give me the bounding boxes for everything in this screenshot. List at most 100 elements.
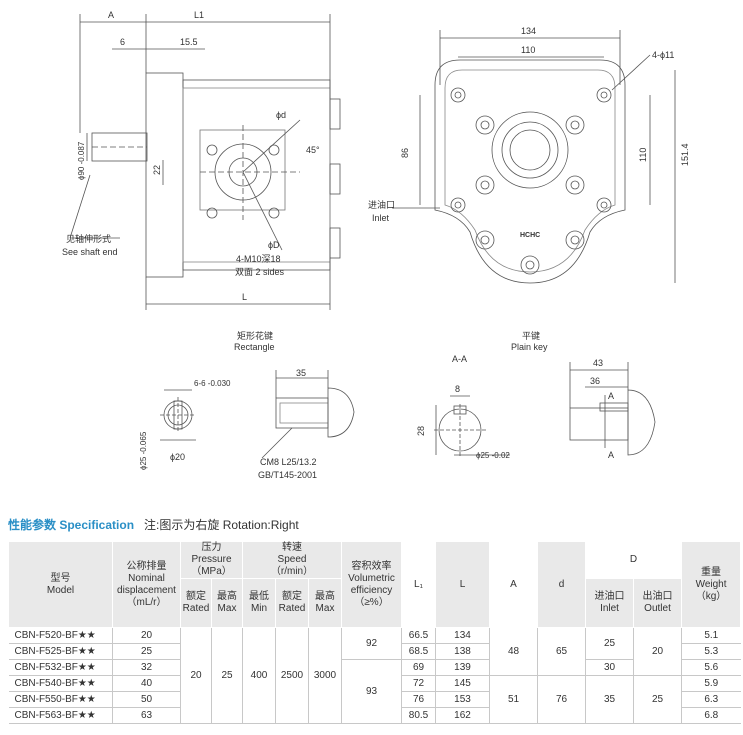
rect-title-cn: 矩形花键 [237, 330, 273, 341]
header-pressure-max: 最高 Max [211, 578, 243, 628]
cell-speed-min: 400 [242, 627, 276, 724]
plain-title-cn: 平键 [522, 330, 540, 341]
cell-pressure-rated: 20 [180, 627, 212, 724]
dim-110-top: 110 [521, 45, 535, 55]
header-l1: L₁ [401, 541, 437, 628]
header-outlet: 出油口 Outlet [633, 578, 683, 628]
cell-displacement: 32 [112, 659, 181, 676]
header-d-large: D [585, 541, 683, 579]
dim-43: 43 [593, 358, 603, 368]
header-inlet: 进油口 Inlet [585, 578, 635, 628]
dim-15-5: 15.5 [180, 37, 198, 47]
cell-a: 48 [489, 627, 538, 676]
table-row: CBN-F532-BF★★ 32 93 69 139 30 5.6 [8, 659, 741, 724]
cell-l: 139 [435, 659, 490, 676]
side-view [392, 30, 676, 284]
table-row: CBN-F550-BF★★ 50 76 153 6.3 [8, 691, 741, 708]
header-d-small: d [537, 541, 587, 628]
dim-phi20: ϕ20 [170, 452, 185, 462]
thread-spec: CM8 L25/13.2 [260, 457, 317, 467]
cell-l1: 69 [401, 659, 436, 676]
cell-model: CBN-F540-BF★★ [8, 675, 113, 692]
cell-outlet: 20 [633, 627, 682, 676]
dim-28: 28 [416, 426, 426, 436]
cell-displacement: 63 [112, 707, 181, 724]
plain-title-en: Plain key [511, 342, 548, 352]
thread-note: 4-M10深18 [236, 254, 281, 264]
label-a-top: A [608, 391, 614, 401]
spec-note: 注:图示为右旋 Rotation:Right [144, 518, 299, 532]
cell-outlet: 25 [633, 675, 682, 724]
dim-l1: L1 [194, 10, 204, 20]
cell-a: 51 [489, 675, 538, 724]
header-speed-rated: 额定 Rated [275, 578, 309, 628]
header-l: L [435, 541, 491, 628]
cell-l1: 80.5 [401, 707, 436, 724]
cell-weight: 5.3 [681, 643, 741, 660]
cell-inlet: 30 [585, 659, 634, 676]
dim-22: 22 [152, 165, 162, 175]
dim-spline: 6-6 -0.030 [194, 379, 231, 388]
header-weight: 重量 Weight （kg） [681, 541, 742, 628]
dim-110-right: 110 [638, 148, 648, 162]
dim-a: A [108, 10, 114, 20]
cell-efficiency: 93 [341, 659, 402, 724]
cell-l1: 68.5 [401, 643, 436, 660]
cell-weight: 6.3 [681, 691, 741, 708]
dim-6: 6 [120, 37, 125, 47]
dim-phi25-rect: ϕ25 -0.065 [139, 431, 148, 470]
cell-model: CBN-F532-BF★★ [8, 659, 113, 676]
rect-title-en: Rectangle [234, 342, 275, 352]
cell-displacement: 40 [112, 675, 181, 692]
label-a-bottom: A [608, 450, 614, 460]
cell-model: CBN-F525-BF★★ [8, 643, 113, 660]
header-model: 型号 Model [8, 541, 113, 628]
front-view [69, 14, 341, 310]
table-row: CBN-F520-BF★★ 20 20 25 400 2500 3000 92 … [8, 627, 741, 724]
cell-l1: 72 [401, 675, 436, 692]
dim-l: L [242, 292, 247, 302]
dim-hole: 4-ϕ11 [652, 50, 674, 60]
cell-weight: 5.9 [681, 675, 741, 692]
cell-displacement: 20 [112, 627, 181, 644]
header-displacement: 公称排量 Nominal displacement （mL/r） [112, 541, 181, 628]
table-row: CBN-F540-BF★★ 40 72 145 51 76 35 25 5.9 [8, 675, 741, 724]
sides-note: 双面 2 sides [235, 267, 285, 277]
shaft-note-en: See shaft end [62, 247, 118, 257]
cell-l: 162 [435, 707, 490, 724]
cell-l: 138 [435, 643, 490, 660]
inlet-cn: 进油口 [368, 199, 395, 210]
cell-l: 145 [435, 675, 490, 692]
dim-phi-d: ϕd [276, 110, 286, 120]
header-speed-max: 最高 Max [307, 578, 343, 628]
cell-weight: 5.6 [681, 659, 741, 676]
cell-speed-rated: 2500 [275, 627, 309, 724]
plain-key-view [434, 362, 656, 456]
header-pressure-rated: 额定 Rated [180, 578, 212, 628]
cell-d: 76 [537, 675, 586, 724]
cell-l1: 76 [401, 691, 436, 708]
dim-phi-d-large: ϕD [268, 240, 280, 250]
cell-l1: 66.5 [401, 627, 436, 644]
cell-l: 134 [435, 627, 490, 644]
dim-86: 86 [400, 148, 410, 158]
dim-134: 134 [521, 26, 536, 36]
cell-speed-max: 3000 [307, 627, 342, 724]
brand-mark: HCHC [520, 232, 540, 239]
dim-45: 45° [306, 145, 320, 155]
dim-8: 8 [455, 384, 460, 394]
cell-inlet: 25 [585, 627, 634, 660]
table-row: CBN-F563-BF★★ 63 80.5 162 6.8 [8, 707, 741, 724]
cell-d: 65 [537, 627, 586, 676]
spec-table: 型号 Model 公称排量 Nominal displacement （mL/r… [8, 541, 742, 724]
cell-weight: 6.8 [681, 707, 741, 724]
header-a: A [489, 541, 539, 628]
header-efficiency: 容积效率 Volumetric efficiency （≥%） [341, 541, 403, 628]
header-speed: 转速 Speed （r/min） [241, 541, 343, 579]
cell-inlet: 35 [585, 675, 634, 724]
header-pressure: 压力 Pressure （MPa） [180, 541, 243, 579]
dim-phi90: ϕ90 -0.087 [77, 141, 86, 180]
cell-efficiency: 92 [341, 627, 402, 660]
dim-35: 35 [296, 368, 306, 378]
